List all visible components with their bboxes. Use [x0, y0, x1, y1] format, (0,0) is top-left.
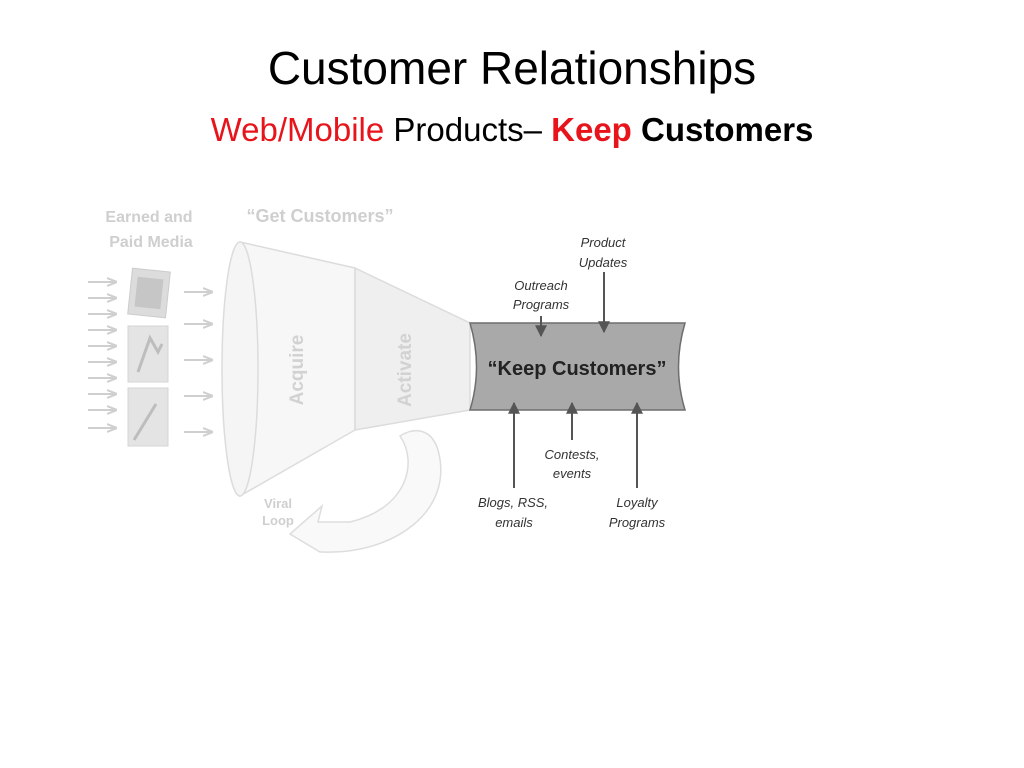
get-customers-label: “Get Customers” [246, 206, 393, 226]
loyalty-programs-label: Programs [609, 515, 666, 530]
viral-loop [288, 430, 442, 553]
earned-media-label: Earned and [105, 209, 192, 226]
blogs-rss-emails-label: emails [495, 515, 533, 530]
outreach-programs-label: Outreach [514, 278, 567, 293]
keep-customers-band [468, 322, 687, 411]
subtitle-customers: Customers [631, 111, 814, 148]
subtitle-keep: Keep [551, 111, 632, 148]
contests-events-label: events [553, 466, 592, 481]
subtitle-products: Products– [384, 111, 552, 148]
retention-arrows [508, 272, 643, 488]
contests-events-label: Contests, [545, 447, 600, 462]
viral-loop-arrow [288, 430, 442, 553]
product-updates-label: Updates [579, 255, 628, 270]
outreach-programs-label: Programs [513, 297, 570, 312]
slide-subtitle: Web/Mobile Products– Keep Customers [0, 108, 1024, 152]
loyalty-programs-label: Loyalty [616, 495, 659, 510]
funnel [221, 241, 471, 498]
blogs-rss-emails-label: Blogs, RSS, [478, 495, 548, 510]
activate-label: Activate [395, 333, 416, 407]
subtitle-web-mobile: Web/Mobile [210, 111, 385, 148]
input-arrows-group [88, 282, 212, 432]
acquire-label: Acquire [287, 335, 308, 406]
media-thumbnail [127, 325, 169, 383]
keep-customers-label: “Keep Customers” [488, 358, 667, 380]
media-thumbnails [127, 267, 171, 447]
viral-label: Viral [264, 496, 292, 511]
paid-media-label: Paid Media [109, 234, 193, 251]
loop-label: Loop [262, 513, 294, 528]
slide-title: Customer Relationships [267, 42, 757, 94]
funnel-mouth [221, 241, 259, 497]
product-updates-label: Product [581, 235, 627, 250]
